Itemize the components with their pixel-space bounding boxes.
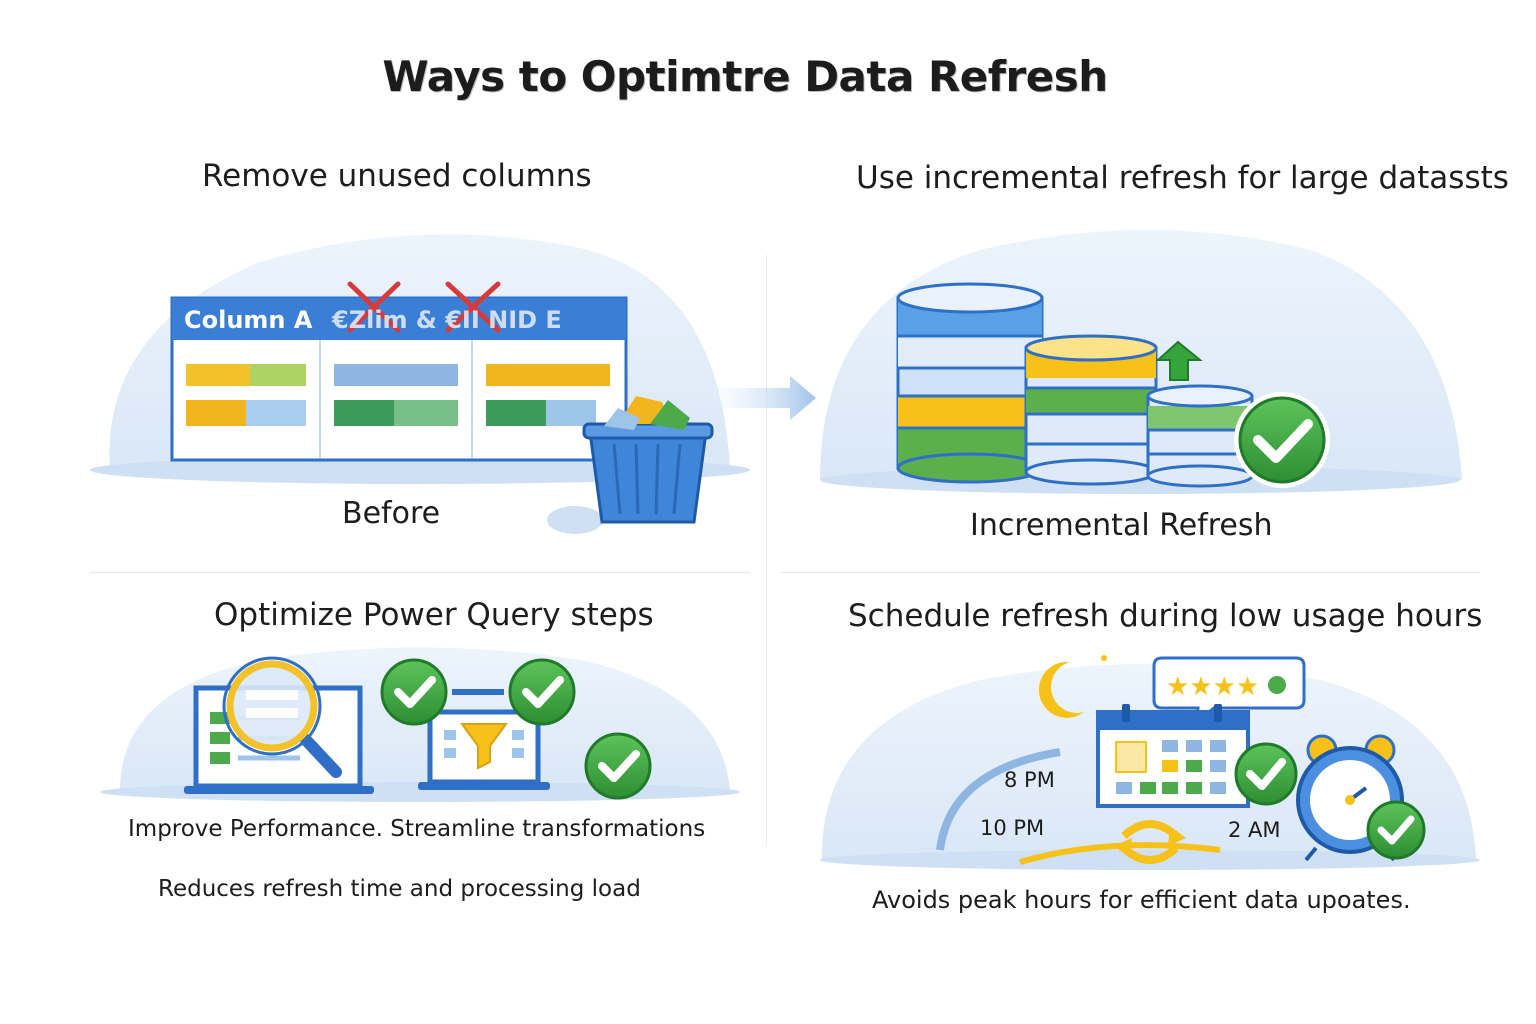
schedule-refresh-illustration: ★★★★	[820, 655, 1480, 870]
check-circle-icon	[1234, 742, 1298, 806]
remove-columns-illustration	[90, 234, 816, 534]
laptop-funnel-icon	[418, 689, 550, 790]
heading-remove-columns: Remove unused columns	[202, 158, 592, 194]
arrow-right-icon	[720, 376, 816, 420]
cross-icon	[347, 281, 401, 333]
refresh-icon	[1114, 820, 1186, 864]
check-circle-icon	[508, 658, 576, 726]
check-circle-icon	[1366, 800, 1426, 860]
magnifier-icon	[222, 656, 342, 778]
database-medium-icon	[1024, 334, 1158, 486]
star-rating-icon: ★★★★	[1166, 672, 1259, 702]
power-query-illustration	[100, 647, 740, 802]
removed-column-headers: €Zlim & €II NID E	[332, 306, 562, 334]
cross-icon	[445, 281, 501, 333]
power-query-caption-1: Improve Performance. Streamline transfor…	[128, 816, 706, 842]
check-circle-icon	[584, 732, 652, 800]
check-circle-icon	[1234, 392, 1330, 488]
ground-shadow	[90, 456, 750, 484]
trash-bin-icon	[547, 396, 714, 534]
table-header-bar	[172, 298, 626, 340]
horizontal-divider-left	[90, 572, 750, 573]
heading-power-query: Optimize Power Query steps	[214, 597, 654, 633]
calendar-icon	[1096, 704, 1250, 808]
schedule-caption: Avoids peak hours for efficient data upo…	[872, 886, 1411, 914]
rating-bubble: ★★★★	[1152, 656, 1306, 726]
cell-bar	[486, 400, 546, 426]
moon-icon	[1038, 661, 1084, 718]
vertical-divider	[766, 255, 767, 845]
database-small-icon	[1146, 384, 1254, 488]
time-label-8pm: 8 PM	[1004, 768, 1055, 792]
database-large-icon	[896, 282, 1044, 484]
horizontal-divider-right	[780, 572, 1480, 573]
cell-bar	[334, 364, 458, 386]
incremental-refresh-illustration	[820, 230, 1462, 494]
filter-funnel-icon	[460, 723, 508, 770]
heading-schedule-refresh: Schedule refresh during low usage hours	[848, 598, 1483, 634]
heading-incremental-refresh: Use incremental refresh for large datass…	[856, 160, 1509, 196]
cell-bar	[334, 400, 394, 426]
incremental-refresh-label: Incremental Refresh	[970, 508, 1273, 543]
column-a-header: Column A	[184, 306, 313, 334]
time-label-2am: 2 AM	[1228, 818, 1281, 842]
dial-arc	[936, 748, 1061, 851]
power-query-caption-2: Reduces refresh time and processing load	[158, 876, 641, 902]
time-label-10pm: 10 PM	[980, 816, 1045, 840]
before-label: Before	[342, 496, 441, 531]
arrow-up-icon	[1155, 340, 1203, 381]
page-title: Ways to Optimtre Data Refresh	[382, 52, 1108, 101]
check-circle-icon	[380, 658, 448, 726]
cell-bar	[186, 400, 246, 426]
cell-bar	[486, 364, 610, 386]
